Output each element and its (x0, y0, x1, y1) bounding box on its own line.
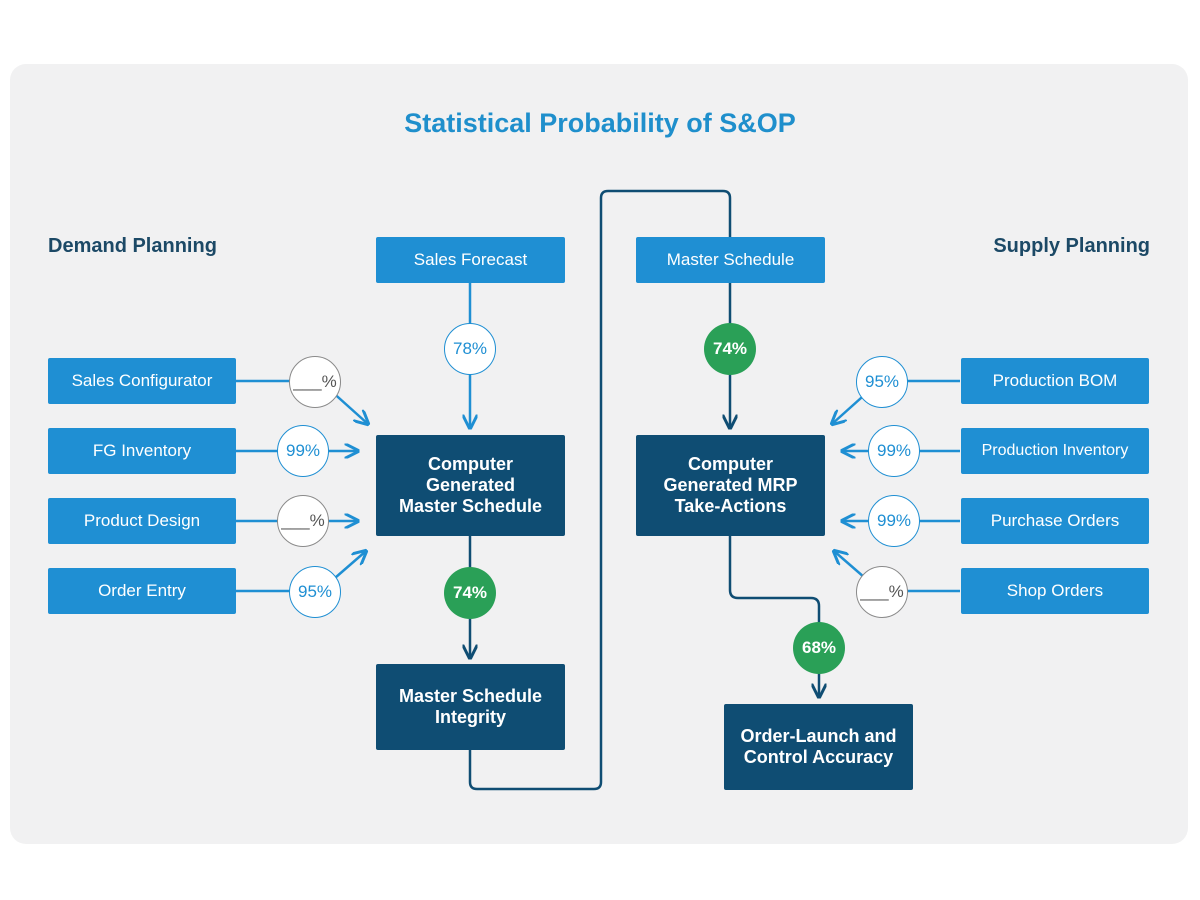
production-bom-probability: 95% (856, 356, 908, 408)
shop-orders-probability: ___% (856, 566, 908, 618)
purchase-orders-box: Purchase Orders (961, 498, 1149, 544)
product-design-probability: ___% (277, 495, 329, 547)
master-schedule-integrity-box: Master Schedule Integrity (376, 664, 565, 750)
product-design-box: Product Design (48, 498, 236, 544)
order-entry-box: Order Entry (48, 568, 236, 614)
demand-planning-label: Demand Planning (48, 235, 217, 257)
master-schedule-probability: 74% (704, 323, 756, 375)
master-schedule-box: Master Schedule (636, 237, 825, 283)
order-entry-probability: 95% (289, 566, 341, 618)
mrp-take-actions-box: Computer Generated MRP Take-Actions (636, 435, 825, 536)
diagram-title: Statistical Probability of S&OP (404, 108, 796, 138)
order-launch-control-box: Order-Launch and Control Accuracy (724, 704, 913, 790)
purchase-orders-probability: 99% (868, 495, 920, 547)
master-schedule-generator-probability: 74% (444, 567, 496, 619)
sales-configurator-box: Sales Configurator (48, 358, 236, 404)
sales-configurator-probability: ___% (289, 356, 341, 408)
fg-inventory-box: FG Inventory (48, 428, 236, 474)
shop-orders-box: Shop Orders (961, 568, 1149, 614)
production-inventory-probability: 99% (868, 425, 920, 477)
connector-supply-core (728, 536, 819, 697)
mrp-take-actions-probability: 68% (793, 622, 845, 674)
master-schedule-generator-box: Computer Generated Master Schedule (376, 435, 565, 536)
fg-inventory-probability: 99% (277, 425, 329, 477)
supply-planning-label: Supply Planning (993, 235, 1150, 257)
sales-forecast-box: Sales Forecast (376, 237, 565, 283)
connector-bridge (468, 189, 732, 791)
production-inventory-box: Production Inventory (961, 428, 1149, 474)
sales-forecast-probability: 78% (444, 323, 496, 375)
production-bom-box: Production BOM (961, 358, 1149, 404)
